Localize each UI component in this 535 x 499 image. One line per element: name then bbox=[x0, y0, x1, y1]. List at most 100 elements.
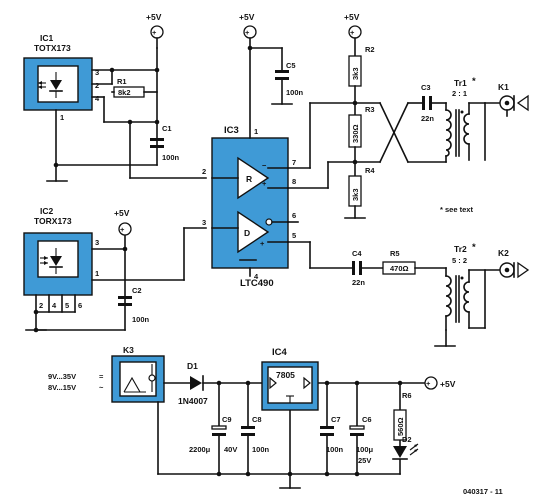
ic4-ref: IC4 bbox=[272, 347, 288, 358]
input-ac-label: 8V...15V bbox=[48, 383, 76, 392]
supply-net-label: +5V bbox=[344, 12, 360, 22]
c9-capacitor: C9 2200μ 40V bbox=[189, 415, 237, 454]
r5-value: 470Ω bbox=[390, 264, 409, 273]
c1-capacitor: C1 100n bbox=[150, 124, 180, 162]
c1-value: 100n bbox=[162, 153, 180, 162]
tr1-star: * bbox=[472, 76, 476, 87]
termination-network: + +5V R2 3k3 R3 330Ω R4 3k3 bbox=[287, 12, 447, 219]
supply-ic1: + +5V bbox=[146, 12, 164, 49]
r3-ref: R3 bbox=[365, 105, 375, 114]
svg-text:+: + bbox=[120, 225, 125, 234]
ic3-pin4: 4 bbox=[254, 272, 259, 281]
c8-ref: C8 bbox=[252, 415, 262, 424]
svg-text:+: + bbox=[350, 28, 355, 37]
tr2-ref: Tr2 bbox=[454, 244, 467, 254]
r2-ref: R2 bbox=[365, 45, 375, 54]
k3-power-jack: K3 9V...35V 8V...15V = ~ bbox=[48, 345, 165, 403]
tr1-transformer: Tr1 * 2 : 1 bbox=[445, 76, 501, 163]
svg-text:+: + bbox=[152, 28, 157, 37]
c6-value: 100μ bbox=[356, 445, 374, 454]
c6-capacitor: C6 100μ 25V bbox=[349, 415, 374, 465]
c9-rating: 40V bbox=[224, 445, 237, 454]
c5-value: 100n bbox=[286, 88, 304, 97]
k2-label: K2 bbox=[498, 248, 509, 258]
c5-ref: C5 bbox=[286, 61, 296, 70]
ic1-part: TOTX173 bbox=[34, 43, 71, 53]
svg-text:−: − bbox=[262, 161, 267, 170]
tr2-ratio: 5 : 2 bbox=[452, 256, 467, 265]
c7-capacitor: C7 100n bbox=[320, 415, 344, 454]
ic2-pin2: 2 bbox=[39, 301, 43, 310]
tr1-ref: Tr1 bbox=[454, 78, 467, 88]
c9-value: 2200μ bbox=[189, 445, 211, 454]
see-text-note: * see text bbox=[440, 205, 473, 214]
svg-text:+: + bbox=[262, 179, 267, 188]
ic3-part: LTC490 bbox=[240, 278, 274, 289]
tr2-transformer: Tr2 * 5 : 2 bbox=[434, 242, 501, 347]
ic2-pin4: 4 bbox=[52, 301, 57, 310]
c6-rating: 25V bbox=[358, 456, 371, 465]
supply-output-label: +5V bbox=[440, 379, 456, 389]
ic4-part: 7805 bbox=[276, 370, 295, 380]
r4-value: 3k3 bbox=[351, 188, 360, 201]
c1-ref: C1 bbox=[162, 124, 172, 133]
ic1-totx173: IC1 TOTX173 3 2 4 1 bbox=[23, 33, 100, 122]
svg-text:+: + bbox=[426, 379, 431, 388]
svg-text:+: + bbox=[245, 28, 250, 37]
ic2-ref: IC2 bbox=[40, 206, 54, 216]
svg-text:~: ~ bbox=[99, 383, 104, 392]
ic1-wiring bbox=[46, 47, 207, 182]
c4-value: 22n bbox=[352, 278, 365, 287]
c8-value: 100n bbox=[252, 445, 270, 454]
output-path: C4 22n R5 470Ω bbox=[287, 221, 447, 287]
c4-ref: C4 bbox=[352, 249, 362, 258]
ic2-pin1: 1 bbox=[95, 269, 99, 278]
r2-value: 3k3 bbox=[351, 67, 360, 80]
c3-value: 22n bbox=[421, 114, 434, 123]
k3-label: K3 bbox=[123, 345, 134, 355]
tr1-ratio: 2 : 1 bbox=[452, 89, 467, 98]
ic3-pin5: 5 bbox=[292, 231, 296, 240]
supply-ic3: + +5V C5 100n bbox=[239, 12, 304, 277]
r1-value: 8k2 bbox=[118, 88, 131, 97]
ic3-pin3: 3 bbox=[202, 218, 206, 227]
supply-ic1-label: +5V bbox=[146, 12, 162, 22]
c2-capacitor: C2 100n bbox=[118, 286, 150, 324]
supply-ic2: + +5V bbox=[114, 208, 132, 236]
r6-value: 560Ω bbox=[396, 417, 405, 436]
input-dc-label: 9V...35V bbox=[48, 372, 76, 381]
c7-ref: C7 bbox=[331, 415, 341, 424]
ic3-pin1: 1 bbox=[254, 127, 258, 136]
supply-ic2-label: +5V bbox=[114, 208, 130, 218]
r6-resistor: R6 560Ω bbox=[393, 391, 412, 441]
c7-value: 100n bbox=[326, 445, 344, 454]
ic4-7805: IC4 7805 bbox=[261, 347, 319, 411]
c2-value: 100n bbox=[132, 315, 150, 324]
ic1-pin3: 3 bbox=[95, 68, 99, 77]
k1-connector: K1 bbox=[498, 82, 529, 117]
r3-value: 330Ω bbox=[351, 124, 360, 143]
ic3-pin6: 6 bbox=[292, 211, 296, 220]
ic2-wiring bbox=[25, 227, 207, 333]
c8-capacitor: C8 100n bbox=[241, 415, 270, 454]
d2-led: D2 bbox=[392, 435, 419, 460]
d1-part: 1N4007 bbox=[178, 396, 208, 406]
supply-output: + +5V bbox=[424, 376, 456, 390]
r4-ref: R4 bbox=[365, 166, 375, 175]
power-wiring bbox=[157, 375, 426, 489]
ic2-torx173: IC2 TORX173 3 1 2 4 5 6 bbox=[23, 206, 99, 310]
ic3-pin7: 7 bbox=[292, 158, 296, 167]
k2-connector: K2 bbox=[498, 248, 530, 279]
ic3-ltc490: R − + D + IC3 LTC490 1 2 3 4 5 6 7 8 bbox=[202, 125, 296, 289]
ic3-pin2: 2 bbox=[202, 167, 206, 176]
ic3-gate-r: R bbox=[246, 174, 252, 184]
ic1-pin2: 2 bbox=[95, 81, 99, 90]
ic2-part: TORX173 bbox=[34, 216, 72, 226]
r6-ref: R6 bbox=[402, 391, 412, 400]
tr2-star: * bbox=[472, 242, 476, 253]
ic3-ref: IC3 bbox=[224, 125, 239, 136]
d2-ref: D2 bbox=[402, 435, 412, 444]
ic1-ref: IC1 bbox=[40, 33, 54, 43]
ic3-pin8: 8 bbox=[292, 177, 296, 186]
